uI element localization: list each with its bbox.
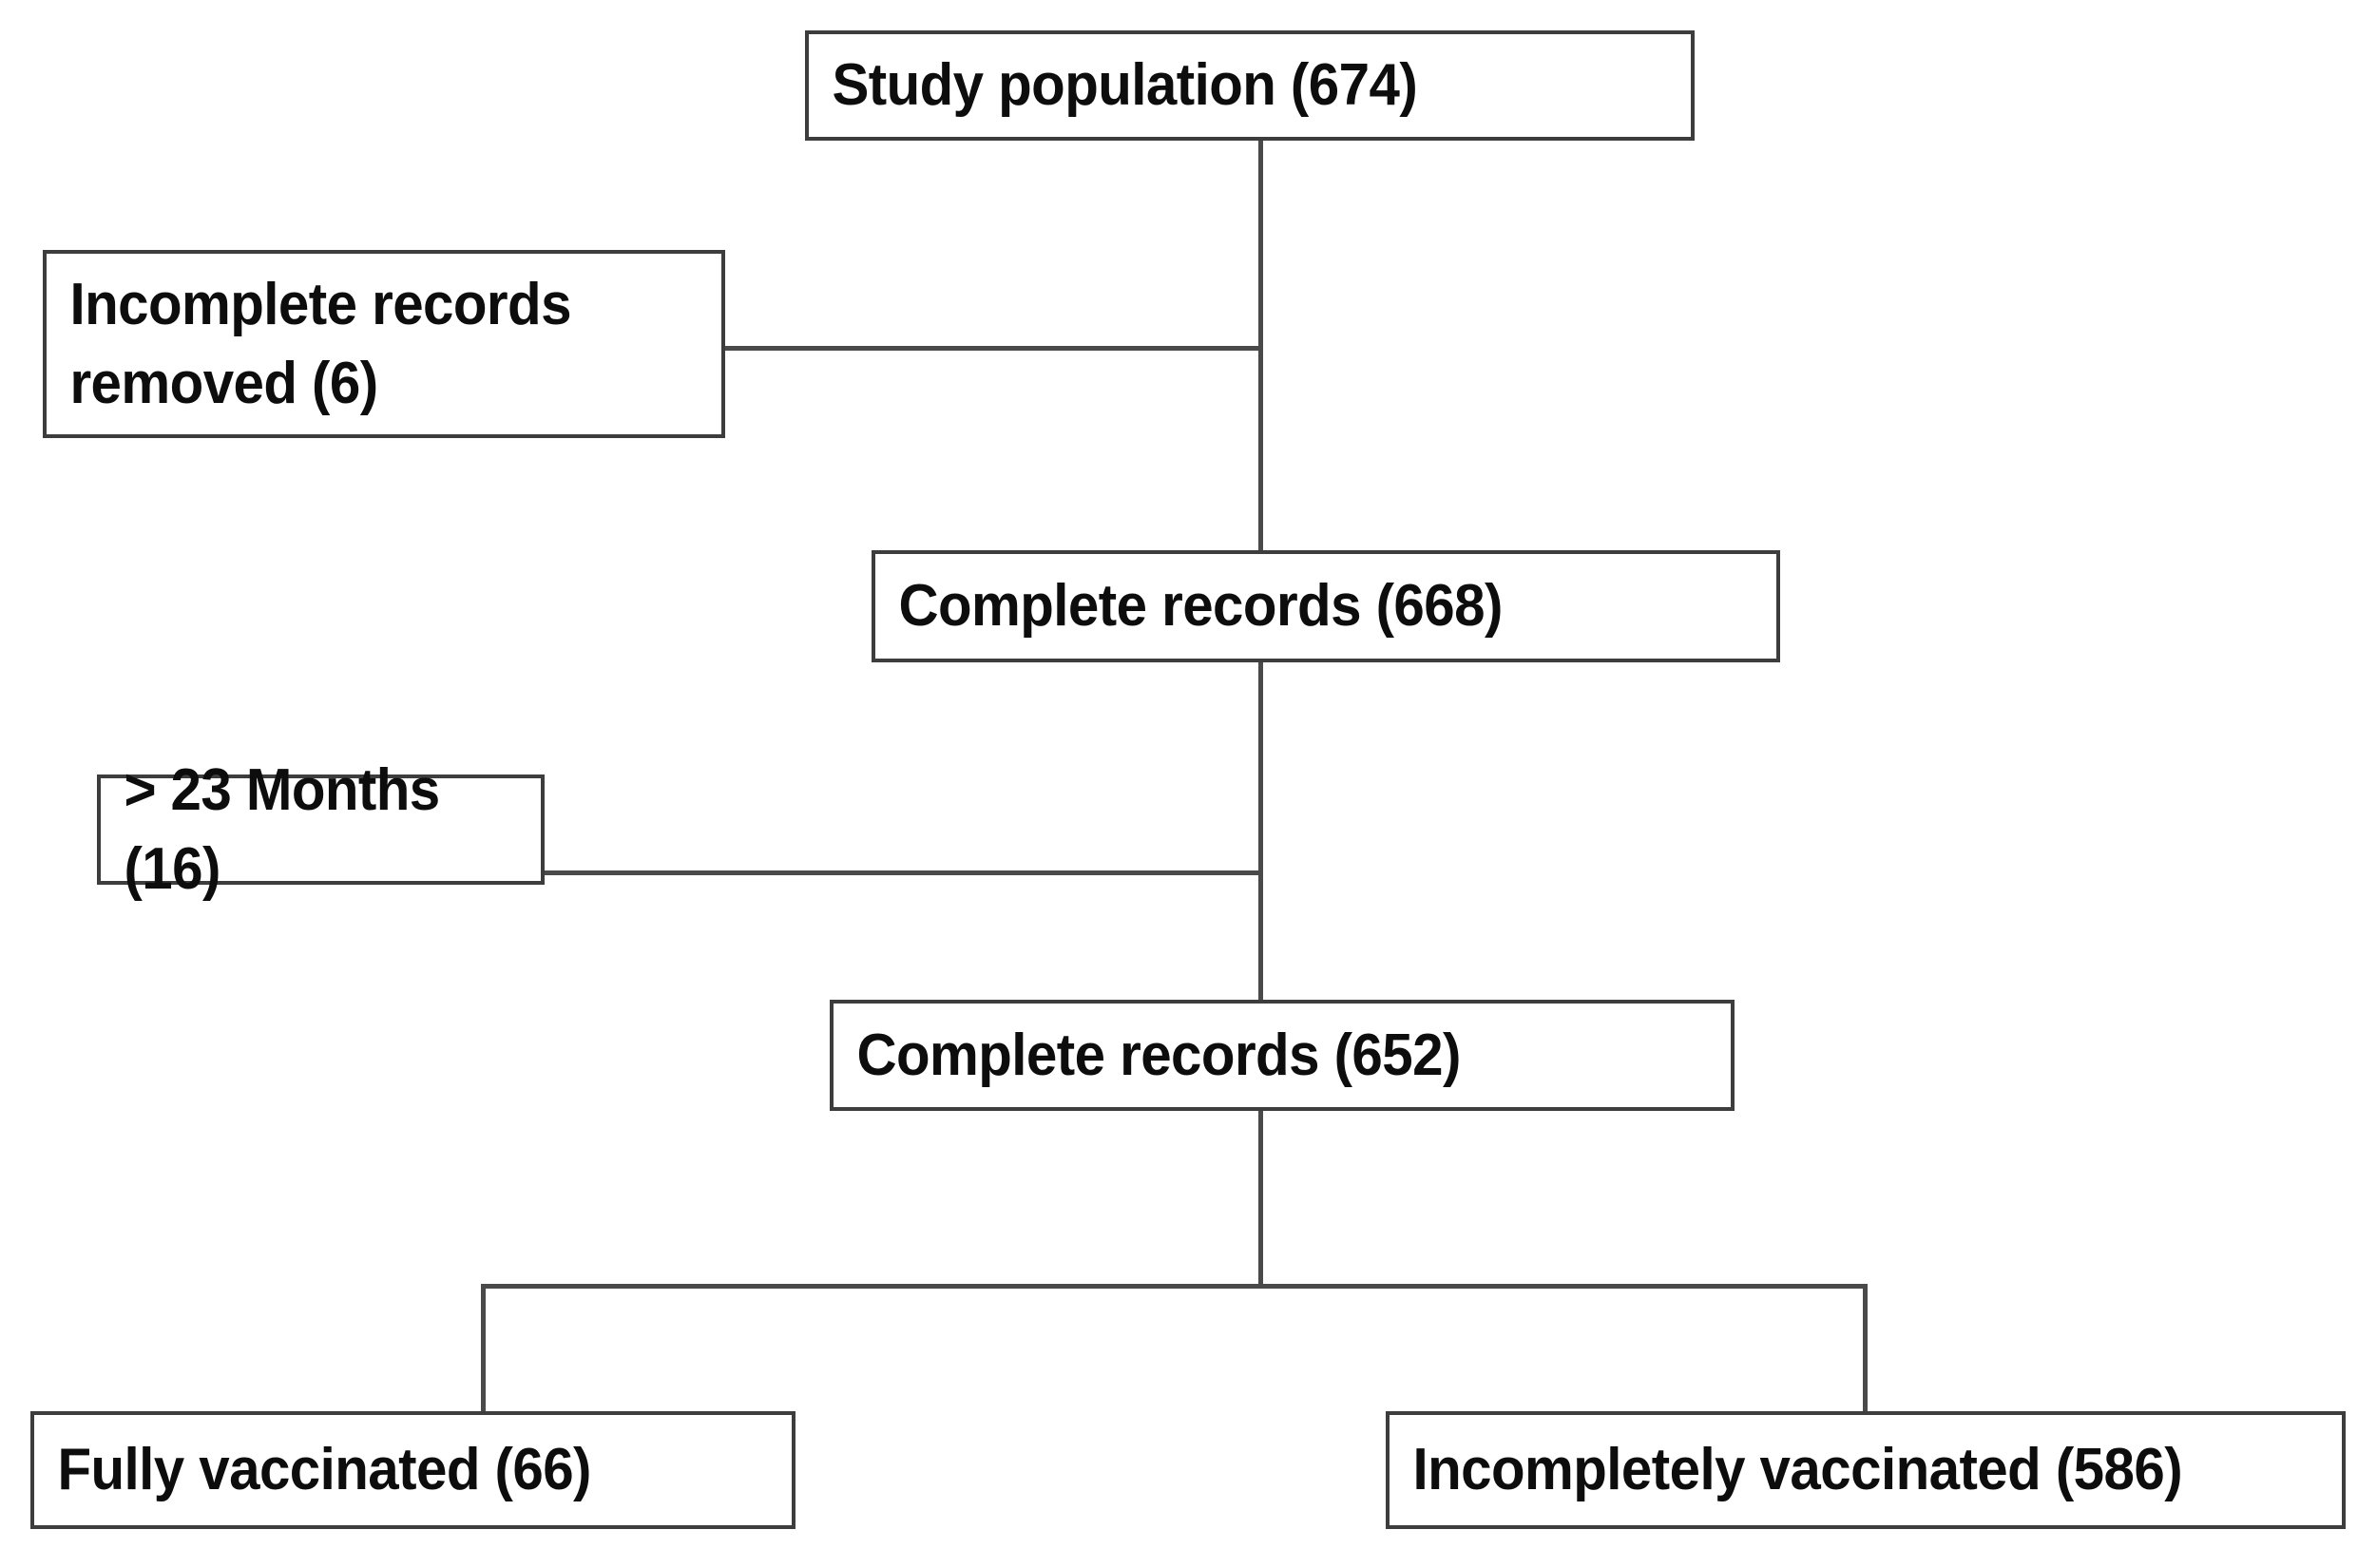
- node-incomplete-records-removed-label: Incomplete records removed (6): [69, 271, 571, 416]
- node-study-population: Study population (674): [805, 30, 1695, 141]
- node-complete-records-668: Complete records (668): [872, 550, 1780, 662]
- node-over-23-months: > 23 Months (16): [97, 757, 545, 902]
- node-study-population-label: Study population (674): [832, 52, 1418, 119]
- connector-complete-652-to-fork: [1258, 1109, 1263, 1288]
- node-incompletely-vaccinated-label: Incompletely vaccinated (586): [1412, 1437, 2183, 1503]
- node-incomplete-records-removed: Incomplete records removed (6): [43, 250, 725, 438]
- node-over-23-months-label: > 23 Months (16): [124, 756, 440, 902]
- connector-fork-to-incompletely-vaccinated: [1863, 1284, 1868, 1416]
- node-complete-records-652-label: Complete records (652): [856, 1022, 1461, 1088]
- node-incompletely-vaccinated: Incompletely vaccinated (586): [1386, 1411, 2346, 1529]
- node-complete-records-668-label: Complete records (668): [898, 573, 1503, 640]
- connector-branch-over-23-months: [545, 870, 1261, 875]
- node-complete-records-652: Complete records (652): [830, 1000, 1735, 1111]
- connector-complete-668-to-complete-652: [1258, 660, 1263, 1002]
- connector-branch-incomplete-records-removed: [725, 346, 1261, 351]
- connector-fork-horizontal-bar: [483, 1284, 1868, 1289]
- node-fully-vaccinated: Fully vaccinated (66): [30, 1411, 796, 1529]
- connector-study-population-to-complete-668: [1258, 139, 1263, 552]
- connector-fork-to-fully-vaccinated: [481, 1284, 486, 1416]
- node-fully-vaccinated-label: Fully vaccinated (66): [57, 1437, 591, 1503]
